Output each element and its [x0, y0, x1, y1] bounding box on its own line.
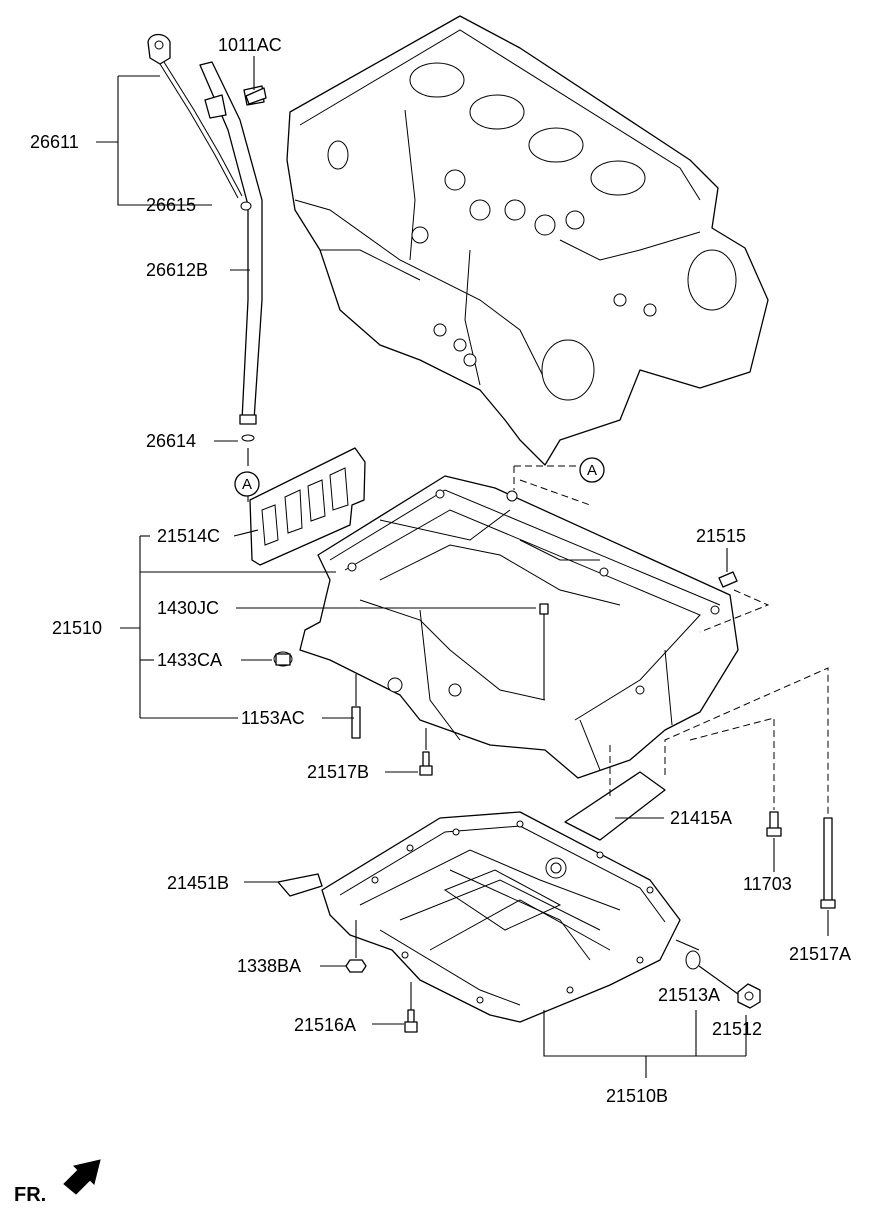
label-1338ba: 1338BA	[237, 956, 301, 976]
label-1153ac: 1153AC	[241, 708, 305, 728]
label-26614: 26614	[146, 431, 196, 451]
label-21512: 21512	[712, 1019, 762, 1039]
stud-1153ac-drawing	[351, 706, 361, 739]
gasket-21513a-drawing	[685, 950, 701, 970]
label-11703: 11703	[743, 874, 792, 894]
label-21514c: 21514C	[157, 526, 220, 546]
callout-a-left: A	[234, 471, 260, 497]
dowel-1430jc-drawing	[539, 603, 549, 615]
callout-a-right: A	[579, 457, 605, 483]
label-21515: 21515	[696, 526, 746, 546]
label-21513a: 21513A	[658, 985, 720, 1005]
front-arrow-icon	[63, 1159, 101, 1195]
label-21451b: 21451B	[167, 873, 229, 893]
nut-1338ba-drawing	[345, 959, 367, 973]
callout-a-left-text: A	[242, 476, 252, 493]
dipstick-assembly-drawing	[147, 33, 265, 425]
leader-lines	[96, 56, 829, 1078]
label-1011ac: 1011AC	[218, 35, 282, 55]
bolt-21516a-drawing	[404, 1009, 418, 1033]
front-direction-indicator: FR.	[14, 1159, 101, 1206]
baffle-plate-drawing	[249, 447, 366, 566]
bolt-1011ac-drawing	[245, 87, 267, 105]
bolt-21515-drawing	[718, 571, 738, 588]
label-21510: 21510	[52, 618, 102, 638]
drain-plug-21512-drawing	[737, 983, 761, 1009]
label-21517b: 21517B	[307, 762, 369, 782]
cylinder-block-drawing	[286, 15, 769, 466]
filter-21451b-drawing	[277, 873, 323, 897]
label-26615: 26615	[146, 195, 196, 215]
front-label: FR.	[14, 1184, 46, 1206]
callout-a-right-text: A	[587, 462, 597, 479]
oring-26615-drawing	[240, 201, 252, 211]
label-26611: 26611	[30, 132, 79, 152]
label-21415a: 21415A	[670, 808, 732, 828]
lower-oil-pan-drawing	[321, 811, 681, 1023]
oring-26614-drawing	[241, 434, 255, 442]
plug-1433ca-drawing	[273, 651, 293, 667]
upper-oil-pan-drawing	[299, 475, 739, 779]
label-21516a: 21516A	[294, 1015, 356, 1035]
cover-21415a-drawing	[564, 771, 666, 841]
label-1430jc: 1430JC	[157, 598, 219, 618]
label-21517a: 21517A	[789, 944, 851, 964]
label-1433ca: 1433CA	[157, 650, 222, 670]
part-labels: 26611 1011AC 26615 26612B 26614 21514C 2…	[30, 35, 851, 1106]
bolt-21517b-drawing	[419, 751, 433, 776]
bolt-11703-drawing	[766, 811, 782, 837]
label-21510b: 21510B	[606, 1086, 668, 1106]
label-26612b: 26612B	[146, 260, 208, 280]
bolt-21517a-drawing	[820, 817, 836, 909]
